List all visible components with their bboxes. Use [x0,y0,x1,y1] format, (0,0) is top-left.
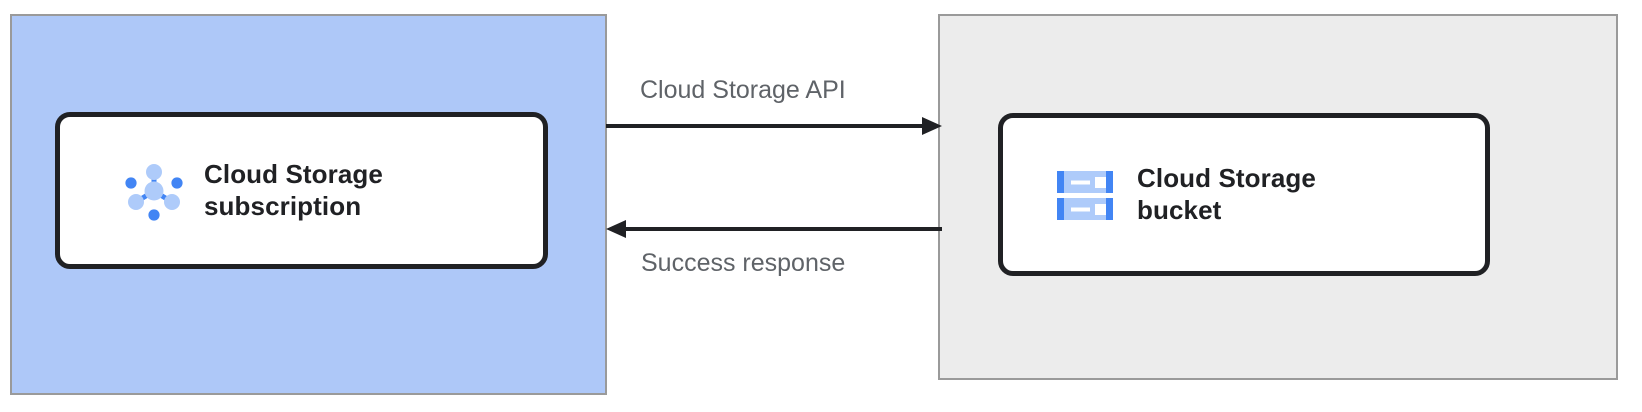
node-cloud-storage-subscription[interactable]: Cloud Storage subscription [55,112,548,269]
flow-label-request: Cloud Storage API [640,76,846,104]
flow-arrow-response [606,220,942,238]
node-label-subscription: Cloud Storage subscription [204,158,383,221]
pubsub-subscription-icon [125,163,183,221]
flow-label-response: Success response [641,249,846,277]
cloud-storage-bucket-icon [1057,170,1113,220]
node-cloud-storage-bucket[interactable]: Cloud Storage bucket [998,113,1490,276]
node-label-bucket: Cloud Storage bucket [1137,162,1316,225]
flow-arrow-request [606,117,942,135]
